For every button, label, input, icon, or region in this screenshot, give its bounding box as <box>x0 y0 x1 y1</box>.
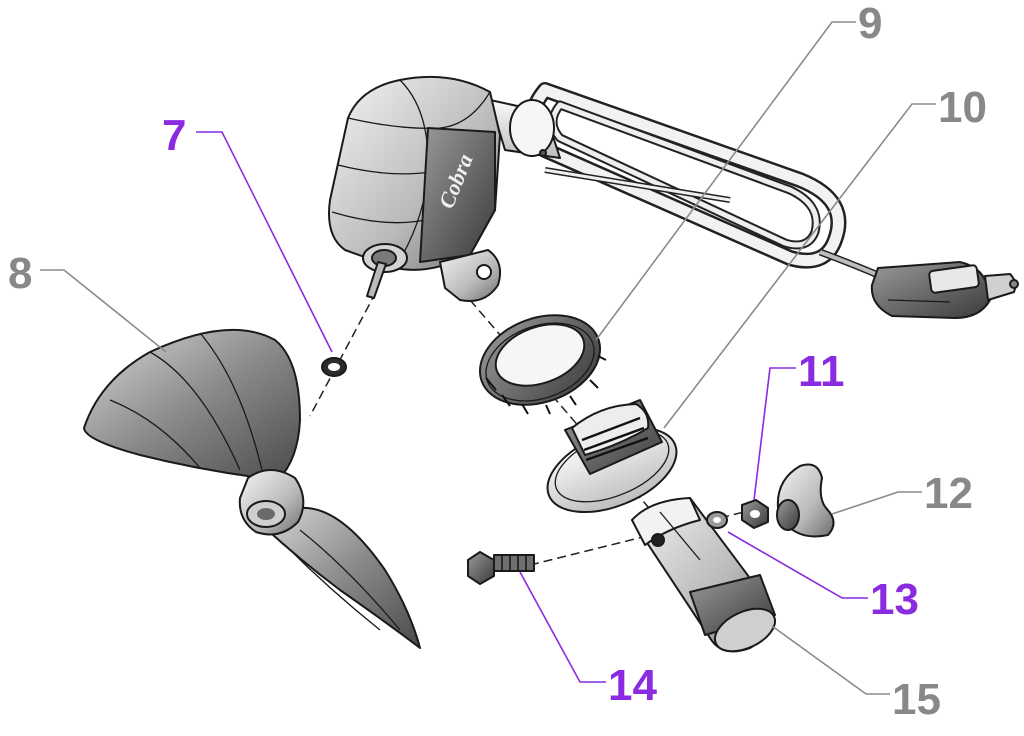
leader-14 <box>519 571 606 683</box>
callout-8: 8 <box>8 249 32 298</box>
leader-10 <box>663 103 936 429</box>
callout-15: 15 <box>892 675 941 724</box>
callout-13: 13 <box>870 575 919 624</box>
callout-7: 7 <box>162 111 186 160</box>
leader-11 <box>753 367 796 501</box>
leader-15 <box>771 625 890 695</box>
motor-housing: Cobra <box>328 75 501 302</box>
part-11-hex-nut <box>741 499 769 529</box>
part-15-clamp-sleeve <box>631 497 776 653</box>
handle-loop <box>524 82 847 269</box>
callout-leaders <box>40 21 936 695</box>
callout-9: 9 <box>858 0 882 48</box>
callout-numbers: 7 8 9 10 11 12 13 14 15 <box>8 0 987 724</box>
leader-7 <box>196 131 333 353</box>
shaft-axis <box>309 291 377 417</box>
part-9-knurled-ring <box>478 314 607 415</box>
cigarette-lighter-plug <box>870 261 1019 319</box>
part-10-base-flange <box>546 399 678 513</box>
part-12-wing-knob <box>776 463 835 538</box>
callout-10: 10 <box>938 83 987 132</box>
part-13-washer <box>706 511 728 529</box>
part-8-propeller <box>83 328 421 649</box>
callout-11: 11 <box>798 347 845 396</box>
leader-9 <box>595 21 856 341</box>
leader-8 <box>40 269 167 353</box>
callout-14: 14 <box>608 661 657 710</box>
part-14-bolt <box>467 551 535 585</box>
leader-12 <box>831 491 922 515</box>
part-7-o-ring <box>321 357 347 377</box>
leader-13 <box>727 531 868 599</box>
shaft-clamp <box>489 99 561 159</box>
callout-12: 12 <box>924 469 973 518</box>
